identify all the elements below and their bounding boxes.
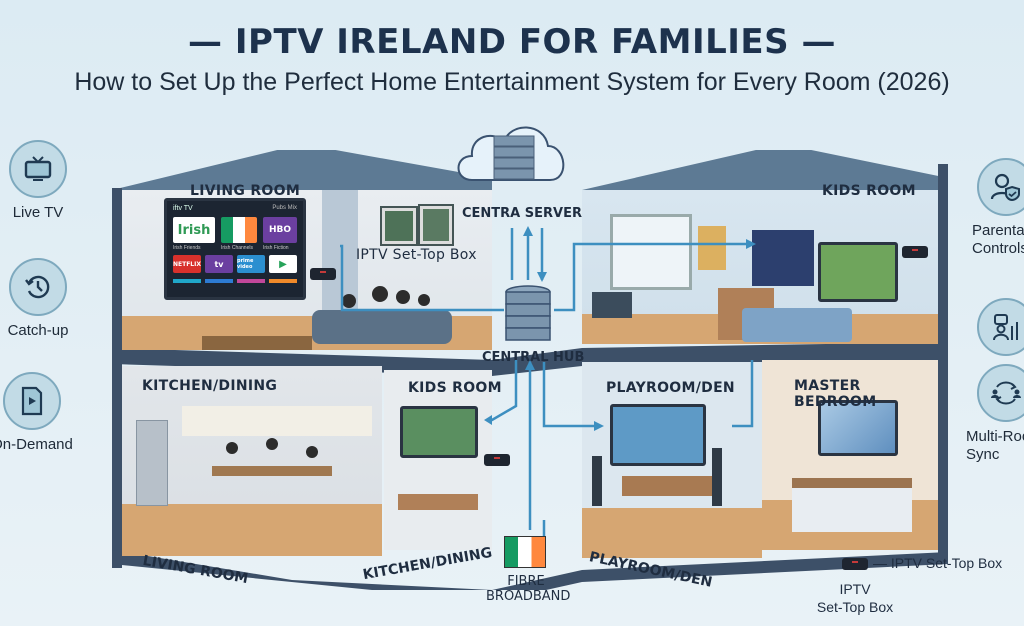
playroom-den — [582, 362, 762, 558]
tv-stand — [398, 494, 478, 510]
room-label-kids-upper: KIDS ROOM — [822, 183, 916, 199]
feature-label: On-Demand — [0, 436, 73, 453]
room-label-kids-lower: KIDS ROOM — [408, 380, 502, 396]
kids-room-tv — [818, 242, 898, 302]
backsplash — [182, 406, 372, 436]
broadband-label-line1: FIBRE — [507, 574, 545, 589]
floor — [582, 508, 762, 558]
set-top-box-kids — [902, 246, 928, 258]
window — [610, 214, 692, 290]
person — [372, 286, 388, 302]
feature-parental-controls: Parental Controls — [958, 158, 1024, 258]
living-room-tv: iftv TV Pubs Mix Irish HBO Irish Friends… — [164, 198, 306, 300]
feature-label: Live TV — [12, 204, 64, 221]
room-label-master: MASTER BEDROOM — [794, 378, 877, 410]
stb-callout: — IPTV Set-Top Box — [873, 555, 1003, 571]
stb-label: IPTV Set-Top Box — [356, 247, 477, 263]
tile-hbo: HBO — [263, 217, 297, 243]
hub-database-icon — [505, 285, 551, 341]
history-icon — [9, 258, 67, 316]
play-file-icon — [3, 372, 61, 430]
stb-label-line1: IPTV — [839, 581, 871, 597]
poster — [698, 226, 726, 270]
hub-label: CENTRAL HUB — [482, 350, 585, 365]
tile-appletv: tv — [205, 255, 233, 273]
fridge — [136, 420, 168, 506]
person — [306, 446, 318, 458]
accent-bar — [269, 279, 297, 283]
feature-on-demand: On-Demand — [0, 372, 80, 454]
wall-picture — [418, 204, 454, 246]
speaker — [712, 448, 722, 506]
set-top-box-bedroom — [842, 558, 868, 570]
accent-bar — [205, 279, 233, 283]
sync-users-icon — [977, 364, 1024, 422]
kids-room-lower — [384, 370, 492, 550]
feature-label: Catch-up — [7, 322, 69, 339]
tv-icon — [9, 140, 67, 198]
feature-live-tv: Live TV — [0, 140, 86, 222]
floor — [122, 504, 382, 556]
tv-stand — [622, 476, 712, 496]
irish-flag-icon — [504, 536, 546, 568]
person — [396, 290, 410, 304]
feature-label: Parental Controls — [972, 222, 1024, 257]
stb-label-line2: Set-Top Box — [816, 599, 894, 615]
bedroom-tv — [818, 400, 898, 456]
tile-irish: Irish — [173, 217, 215, 243]
stb-bottom-label: IPTV Set-Top Box — [810, 580, 900, 616]
computer-monitor — [592, 292, 632, 318]
wall-picture — [380, 206, 418, 246]
kids-room-lower-tv — [400, 406, 478, 458]
tile-netflix: NETFLIX — [173, 255, 201, 273]
set-top-box-kids-lower — [484, 454, 510, 466]
page-title: — IPTV IRELAND FOR FAMILIES — — [188, 22, 836, 62]
playroom-tv — [610, 404, 706, 466]
accent-bar — [173, 279, 201, 283]
double-bed — [792, 478, 912, 532]
page-subtitle: How to Set Up the Perfect Home Entertain… — [74, 68, 950, 96]
tile-prime: prime video — [237, 255, 265, 273]
feature-catch-up: Catch-up — [0, 258, 86, 340]
house-cutaway: LIVING ROOM iftv TV Pubs Mix Irish HBO I… — [112, 126, 948, 590]
master-bedroom — [762, 360, 938, 550]
tile-irish-flag — [221, 217, 257, 243]
server-label: CENTRA SERVER — [462, 206, 582, 221]
accent-bar — [237, 279, 265, 283]
user-shield-icon — [977, 158, 1024, 216]
tv-app-name: iftv TV — [173, 205, 193, 212]
tile-caption: Irish Friends — [173, 245, 201, 251]
feature-label: Multi-Room Sync — [966, 428, 1024, 463]
room-label-living: LIVING ROOM — [190, 183, 301, 199]
feature-multi-room-sync: Multi-Room Sync — [958, 364, 1024, 464]
tile-caption: Irish Fiction — [263, 245, 289, 251]
room-label-playroom: PLAYROOM/DEN — [606, 380, 735, 396]
person — [226, 442, 238, 454]
sofa — [312, 310, 452, 344]
kids-room-upper — [582, 190, 938, 344]
tv-stand — [202, 336, 312, 350]
user-screen-icon — [977, 298, 1024, 356]
feature-user-screen — [958, 298, 1024, 356]
dining-table — [212, 466, 332, 476]
speaker — [592, 456, 602, 506]
cloud-icon — [457, 126, 565, 181]
kitchen-dining — [122, 366, 382, 556]
person — [418, 294, 430, 306]
person — [342, 294, 356, 308]
bed — [742, 308, 852, 342]
room-label-kitchen: KITCHEN/DINING — [142, 378, 278, 394]
tile-caption: Irish Channels — [221, 245, 253, 251]
person — [266, 438, 278, 450]
tile-play-store: ▶ — [269, 255, 297, 273]
broadband-label: FIBRE BROADBAND — [486, 574, 571, 604]
broadband-label-line2: BROADBAND — [486, 589, 571, 604]
set-top-box-living — [310, 268, 336, 280]
tv-top-right: Pubs Mix — [272, 205, 297, 211]
space-poster — [752, 230, 814, 286]
